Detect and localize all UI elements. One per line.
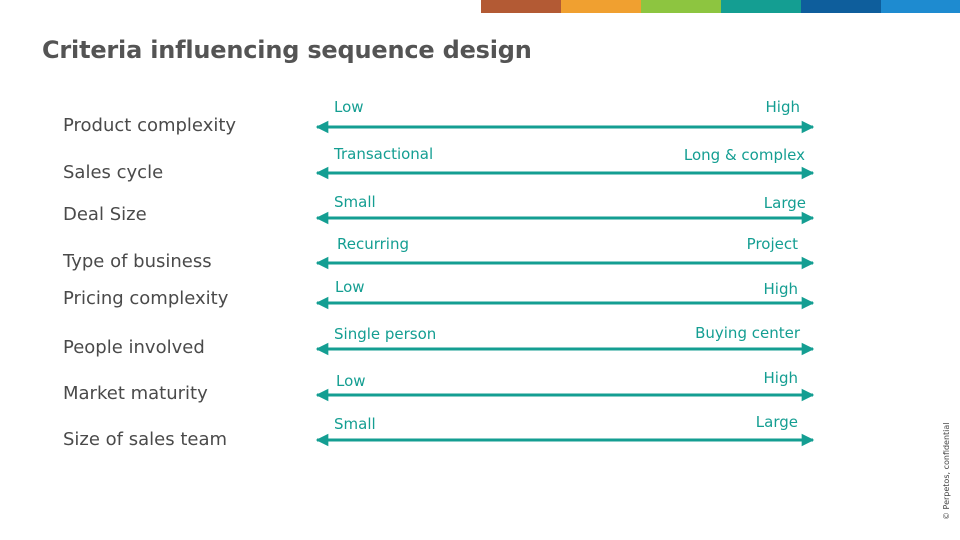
scale-low-label: Single person xyxy=(334,325,437,343)
criterion-label: Pricing complexity xyxy=(63,288,229,309)
criterion-label: Deal Size xyxy=(63,204,147,225)
scale-high-label: Large xyxy=(755,413,798,431)
criterion-label: Sales cycle xyxy=(63,162,164,183)
scale-low-label: Recurring xyxy=(337,235,409,253)
scale-high-label: Buying center xyxy=(695,324,800,342)
slide-title: Criteria influencing sequence design xyxy=(42,36,532,64)
scale-low-label: Transactional xyxy=(334,145,434,163)
copyright-note: © Perpetos, confidential xyxy=(942,422,951,520)
scale-low-label: Small xyxy=(334,193,376,211)
scale-high-label: Long & complex xyxy=(683,146,805,164)
scale-low-label: Low xyxy=(336,372,366,390)
color-bar-segment xyxy=(801,0,881,13)
scale-low-label: Small xyxy=(334,415,376,433)
scale-high-label: High xyxy=(765,98,800,116)
top-color-bar xyxy=(481,0,960,13)
color-bar-segment xyxy=(881,0,960,13)
scale-high-label: Project xyxy=(746,235,798,253)
color-bar-segment xyxy=(641,0,721,13)
color-bar-segment xyxy=(561,0,641,13)
color-bar-segment xyxy=(481,0,561,13)
scale-high-label: Large xyxy=(763,194,806,212)
scale-high-label: High xyxy=(763,280,798,298)
color-bar-segment xyxy=(721,0,801,13)
criterion-label: Product complexity xyxy=(63,115,237,136)
criterion-label: Size of sales team xyxy=(63,429,228,450)
scale-low-label: Low xyxy=(334,98,364,116)
scale-high-label: High xyxy=(763,369,798,387)
criterion-label: People involved xyxy=(63,337,205,358)
scale-low-label: Low xyxy=(335,278,365,296)
criterion-label: Type of business xyxy=(63,251,212,272)
criterion-label: Market maturity xyxy=(63,383,208,404)
